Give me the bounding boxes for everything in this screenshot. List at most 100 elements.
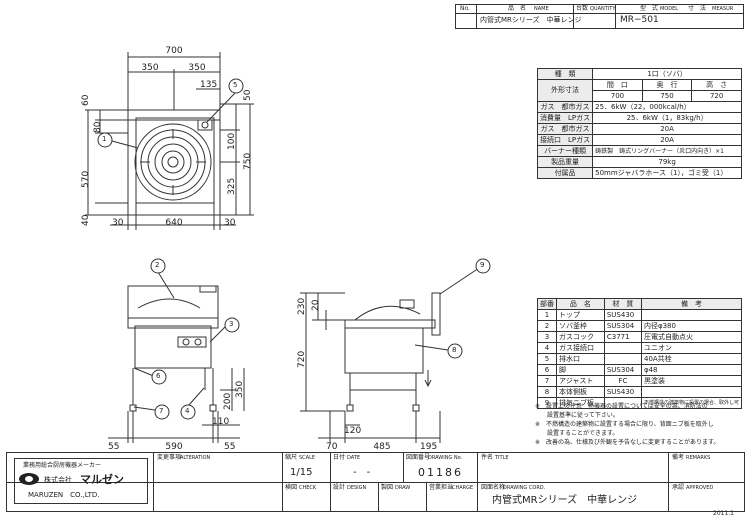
dim-750: 750 <box>243 152 253 170</box>
draw-label-en: DRAW <box>395 485 411 491</box>
title-label-en: TITLE <box>495 455 509 461</box>
header-model-value: MR−501 <box>620 15 659 25</box>
note-line: ※ 設置上の注意 熱機器の設置については安全の為、消防法の <box>535 403 708 410</box>
header-size-label: 寸 法 <box>688 5 707 12</box>
charge-label-en: CHARGE <box>452 485 474 491</box>
date-value: - - <box>353 467 371 478</box>
date-label: 日付 <box>333 454 346 461</box>
callout-5: 5 <box>233 81 238 89</box>
side-view <box>300 292 441 443</box>
company-tagline: 業務用総合厨房機器メーカー <box>23 462 102 469</box>
table-row: 外形寸法 間 口 奥 行 高 さ <box>536 79 742 102</box>
date-label-en: DATE <box>347 455 361 461</box>
approved-label-en: APPROVED <box>686 485 714 491</box>
scale-label: 縮尺 <box>285 454 298 461</box>
drawing-no-label-en: DRAWING No. <box>428 455 463 461</box>
note-line: ※ 不燃構造の建築物に設置する場合に限り、背面ニブ板を取外し <box>535 421 714 428</box>
title-label: 件名 <box>481 454 494 461</box>
dim-half-right: 350 <box>188 63 206 73</box>
dim-135: 135 <box>200 80 218 90</box>
note-line: 設置することができます。 <box>535 430 619 437</box>
top-view <box>85 52 254 230</box>
dim-50: 50 <box>243 89 253 101</box>
company-logo-box <box>14 458 148 504</box>
design-label-en: DESIGN <box>347 485 367 491</box>
table-row: ガス 都市ガス 20A <box>536 123 742 135</box>
scale-label-en: SCALE <box>299 455 316 461</box>
note-line: 設置基準に従って下さい。 <box>535 412 619 419</box>
scale-value: 1/15 <box>290 467 313 478</box>
header-name-label: 品 名 <box>508 5 527 12</box>
dim-110: 110 <box>212 417 230 427</box>
callout-circles <box>97 78 491 420</box>
dim-55-left: 55 <box>108 442 120 452</box>
callout-1: 1 <box>102 135 107 143</box>
dim-55-right: 55 <box>224 442 236 452</box>
company-brand: マルゼン <box>80 473 124 486</box>
check-label-en: CHECK <box>299 485 317 491</box>
dim-20: 20 <box>311 299 321 311</box>
alteration-label-en: ALTERATION <box>180 455 211 461</box>
maruzen-logo-icon <box>19 473 39 485</box>
callout-8: 8 <box>452 346 457 354</box>
dim-640: 640 <box>165 218 183 228</box>
dim-80: 80 <box>93 121 103 133</box>
dim-70: 70 <box>326 442 338 452</box>
dim-485: 485 <box>373 442 391 452</box>
charge-label: 営業担当 <box>429 484 454 491</box>
dim-325: 325 <box>227 177 237 195</box>
table-row: 消費量 LPガス 25．6kW（1，83kg/h） <box>536 112 742 124</box>
dim-120: 120 <box>344 426 362 436</box>
spec-table: 種 類 1口（ソバ） 外形寸法 間 口 奥 行 高 さ 700 750 720 … <box>536 68 742 179</box>
company-jp: 株式会社 <box>44 476 72 484</box>
company-en: MARUZEN CO.,LTD. <box>28 491 100 499</box>
callout-6: 6 <box>156 372 161 380</box>
callout-9: 9 <box>480 261 485 269</box>
header-name-label-en: NAME <box>534 6 549 12</box>
header-size-label-en: MEASUR <box>712 6 734 12</box>
table-row: ガス 都市ガス 25．6kW（22，000kcal/h） <box>536 101 742 113</box>
dim-40: 40 <box>81 214 91 226</box>
header-box <box>455 4 744 29</box>
dim-60: 60 <box>81 94 91 106</box>
remarks-label-en: REMARKS <box>686 455 711 461</box>
table-row: 接続口 LPガス 20A <box>536 134 742 146</box>
table-row: 部番 品 名 材 質 備 考 <box>537 298 743 310</box>
front-view <box>108 285 245 443</box>
table-row: 付属品 50mmジャバラホース（1），ゴミ受（1） <box>536 167 742 179</box>
header-no-label: No. <box>460 5 470 12</box>
table-row: 製品重量 79kg <box>536 156 742 168</box>
drawing-cord-value: 内管式MRシリーズ 中華レンジ <box>492 495 638 506</box>
dim-230: 230 <box>297 297 307 315</box>
dim-720: 720 <box>297 350 307 368</box>
drawing-no-label: 図面番号 <box>406 454 431 461</box>
check-label: 検図 <box>285 484 298 491</box>
dim-half-left: 350 <box>141 63 159 73</box>
dim-overall-width: 700 <box>165 46 183 56</box>
table-row: バーナー種類 鋳鉄製 鋳式リングバーナー（炎口内向き）×1 <box>536 145 742 157</box>
dim-200: 200 <box>223 392 233 410</box>
dim-30-left: 30 <box>112 218 124 228</box>
design-label: 設計 <box>333 484 346 491</box>
dim-195: 195 <box>420 442 438 452</box>
dim-590: 590 <box>165 442 183 452</box>
callout-3: 3 <box>229 320 234 328</box>
header-model-label: 型 式 <box>640 5 659 12</box>
table-row: 種 類 1口（ソバ） <box>536 68 742 80</box>
header-model-label-en: MODEL <box>660 6 679 12</box>
dim-30-right: 30 <box>224 218 236 228</box>
callout-4: 4 <box>185 407 190 415</box>
alteration-label: 変更事項 <box>157 454 182 461</box>
remarks-label: 備考 <box>672 454 685 461</box>
dim-350: 350 <box>235 380 245 398</box>
